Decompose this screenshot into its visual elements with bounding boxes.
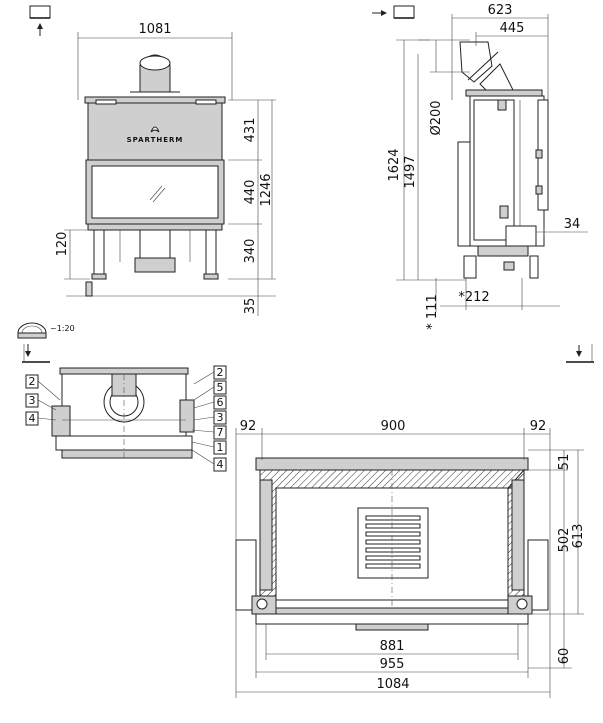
dim-top-outer-front-width: 955	[380, 657, 405, 672]
dim-top-left-margin: 92	[240, 419, 257, 434]
dim-top-front-depth: 60	[557, 648, 572, 665]
dim-top-depth-total: 613	[571, 524, 586, 549]
side-view: 623 445 Ø200 1624 1497 34 *212 * 111	[387, 3, 588, 330]
callout-left-3: 4	[29, 412, 36, 425]
dim-flue-diameter: Ø200	[429, 100, 444, 135]
scale-indicator: ~1:20	[17, 322, 75, 339]
large-top-view: 92 900 92 51 502 613 60 881 955 1084	[235, 419, 586, 698]
dim-side-bottom-offset: *212	[458, 290, 489, 305]
dim-top-right-margin: 92	[530, 419, 547, 434]
dim-side-height-total: 1624	[387, 148, 402, 181]
scale-label: ~1:20	[50, 324, 75, 333]
dim-side-width-total: 623	[488, 3, 513, 18]
dim-front-height-door: 440	[243, 180, 258, 205]
dim-side-offset: 34	[564, 217, 581, 232]
callout-left-1: 2	[29, 375, 36, 388]
view-indicator-top-right	[566, 344, 594, 363]
dim-side-height-partial: 1497	[403, 155, 418, 188]
callout-right-5: 7	[217, 426, 224, 439]
callout-left-2: 3	[29, 394, 36, 407]
grate-slots	[365, 515, 421, 569]
view-indicator-top-left	[22, 344, 50, 363]
dim-leg-height: 120	[55, 232, 70, 257]
small-top-view: 2 3 4 2 5 6 3 7 1 4	[25, 365, 227, 472]
callout-right-1: 2	[217, 366, 224, 379]
front-view: SPARTHERM 1081 431 440 340 1246	[55, 22, 276, 316]
dim-front-height-top: 431	[243, 118, 258, 143]
view-indicator-side	[372, 5, 415, 19]
dim-front-total-height: 1246	[259, 173, 274, 206]
dim-side-bottom-height: * 111	[425, 294, 440, 329]
dim-foot-depth: 35	[243, 298, 258, 315]
brand-logo-text: SPARTHERM	[127, 136, 184, 144]
dim-front-width: 1081	[138, 22, 171, 37]
dim-top-depth-inner: 502	[557, 528, 572, 553]
callout-right-6: 1	[217, 441, 224, 454]
callout-right-2: 5	[217, 381, 224, 394]
dim-top-center-width: 900	[381, 419, 406, 434]
callout-right-3: 6	[217, 396, 224, 409]
dim-top-total-width: 1084	[376, 677, 409, 692]
dim-side-width-partial: 445	[500, 21, 525, 36]
callout-right-4: 3	[217, 411, 224, 424]
dim-top-inner-front-width: 881	[380, 639, 405, 654]
callout-right-7: 4	[217, 458, 224, 471]
view-indicator-front	[29, 5, 51, 36]
dim-top-depth-front: 51	[557, 454, 572, 471]
dim-front-height-bottom: 340	[243, 239, 258, 264]
